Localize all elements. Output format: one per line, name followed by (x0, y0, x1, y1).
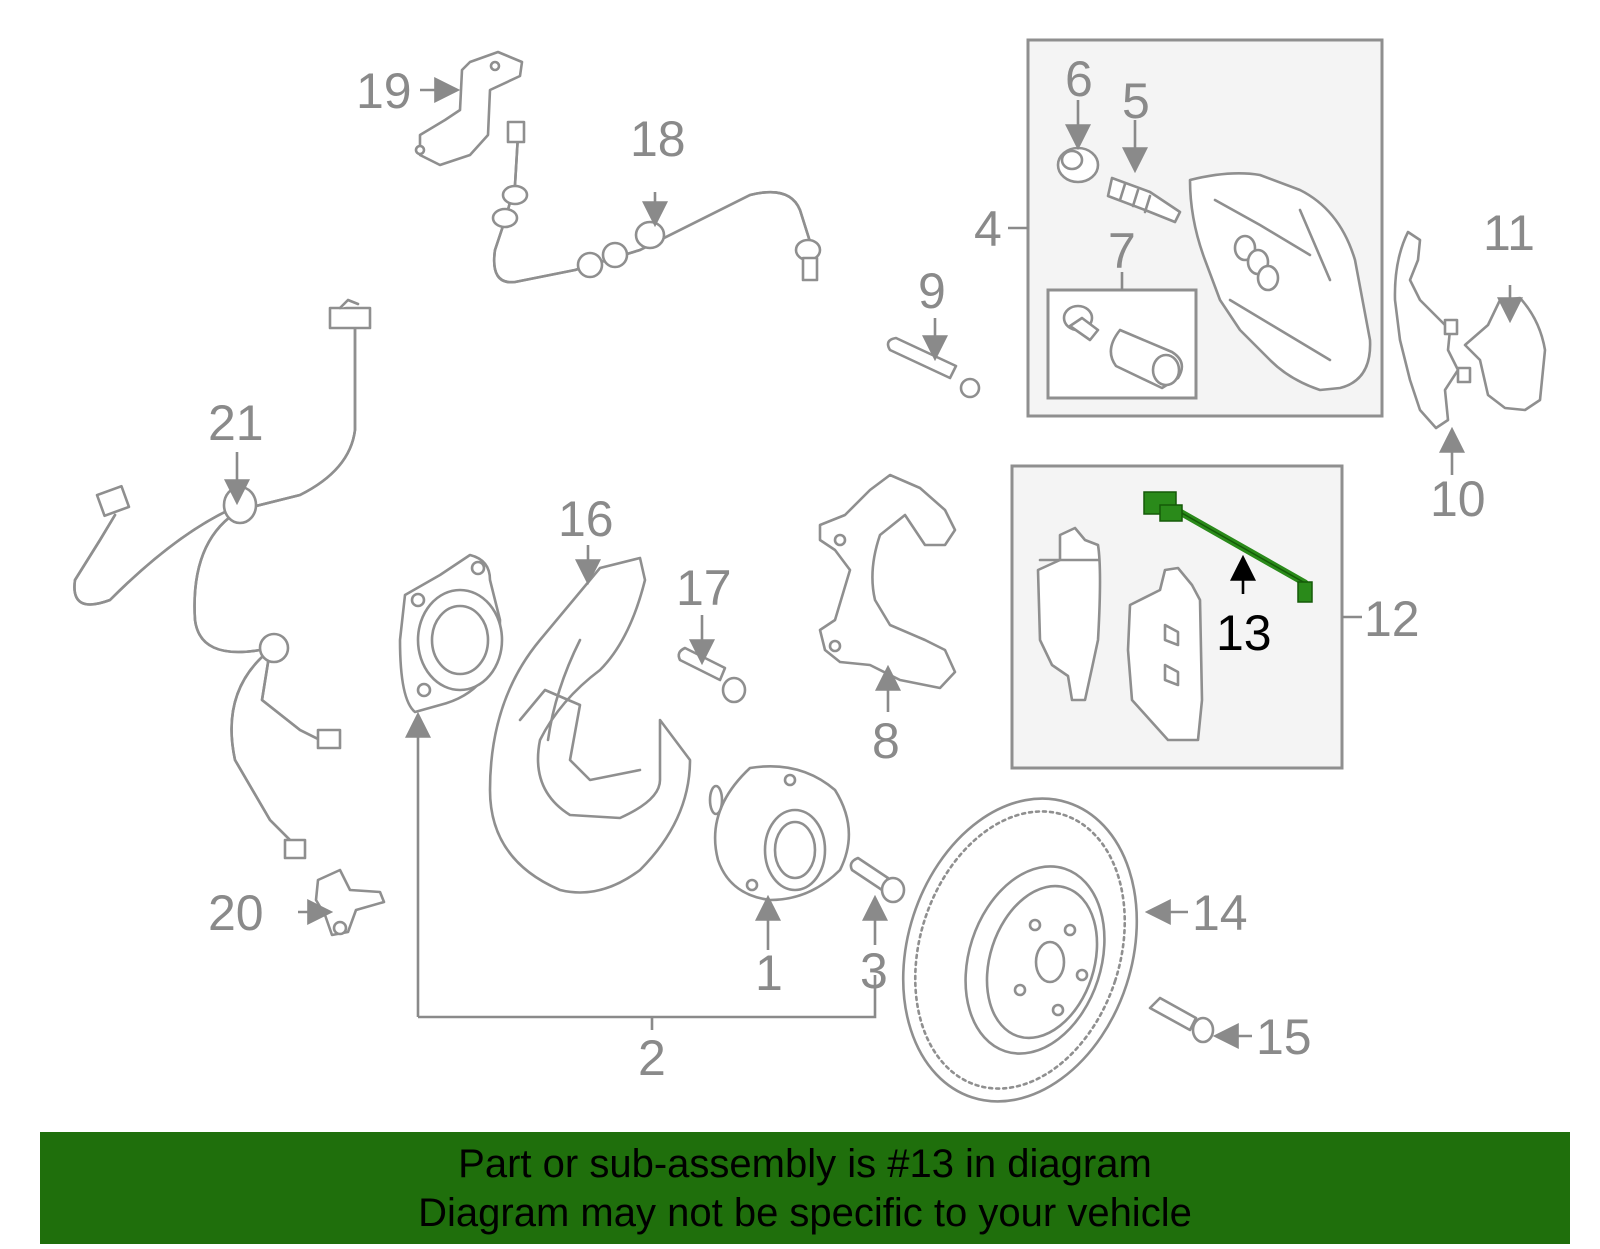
callout-18: 18 (630, 111, 686, 167)
part-9-guide-pin (886, 336, 981, 399)
callout-labels: 19 18 6 5 4 7 9 11 10 21 16 17 12 13 8 1… (208, 51, 1535, 1086)
callout-6: 6 (1065, 51, 1093, 107)
callout-9: 9 (918, 263, 946, 319)
part-13-wear-sensor-highlighted (1143, 491, 1313, 603)
leader-lines (224, 77, 1523, 1049)
part-1-hub (708, 765, 851, 902)
part-15-screw (1148, 996, 1215, 1044)
callout-10: 10 (1430, 471, 1486, 527)
part-16-dust-shield (488, 556, 692, 894)
callout-7: 7 (1108, 223, 1136, 279)
part-10-retainer-spring (1393, 230, 1472, 430)
caliper-body (1188, 172, 1372, 392)
callout-19: 19 (356, 63, 412, 119)
part-14-brake-rotor (901, 797, 1139, 1103)
callout-12: 12 (1364, 591, 1420, 647)
brake-pad-right (1126, 566, 1204, 742)
callout-8: 8 (872, 713, 900, 769)
callout-11: 11 (1483, 205, 1535, 261)
callout-1: 1 (755, 945, 783, 1001)
callout-4: 4 (974, 201, 1002, 257)
callout-3: 3 (860, 943, 888, 999)
part-8-caliper-bracket (818, 473, 957, 690)
callout-20: 20 (208, 885, 264, 941)
part-5-bleeder-screw (1106, 176, 1182, 224)
pad-kit-box (1010, 464, 1344, 770)
brake-pad-left (1036, 526, 1102, 702)
part-21-wire-harness (73, 298, 372, 860)
part-3-bolt (849, 856, 906, 904)
callout-16: 16 (558, 491, 614, 547)
callout-5: 5 (1122, 73, 1150, 129)
callout-14: 14 (1192, 885, 1248, 941)
part-7-piston-kit (1062, 304, 1184, 390)
banner-disclaimer: Diagram may not be specific to your vehi… (418, 1191, 1192, 1235)
part-18-brake-hose (491, 120, 822, 284)
info-banner: Part or sub-assembly is #13 in diagram D… (40, 1132, 1570, 1244)
callout-2: 2 (638, 1030, 666, 1086)
part-11-pad (1463, 296, 1547, 412)
part-17-bolt (677, 646, 747, 704)
part-19-bracket (414, 50, 524, 167)
callout-21: 21 (208, 395, 264, 451)
part-6-cap (1056, 146, 1100, 184)
part-20-speed-sensor (314, 868, 386, 937)
banner-part-note: Part or sub-assembly is #13 in diagram (458, 1142, 1152, 1186)
caliper-assembly-box (1026, 38, 1384, 418)
brake-parts-diagram: 19 18 6 5 4 7 9 11 10 21 16 17 12 13 8 1… (73, 38, 1547, 1103)
callout-17: 17 (676, 560, 732, 616)
part-2-wheel-bearing (398, 553, 504, 714)
callout-13: 13 (1216, 605, 1272, 661)
callout-15: 15 (1256, 1009, 1312, 1065)
